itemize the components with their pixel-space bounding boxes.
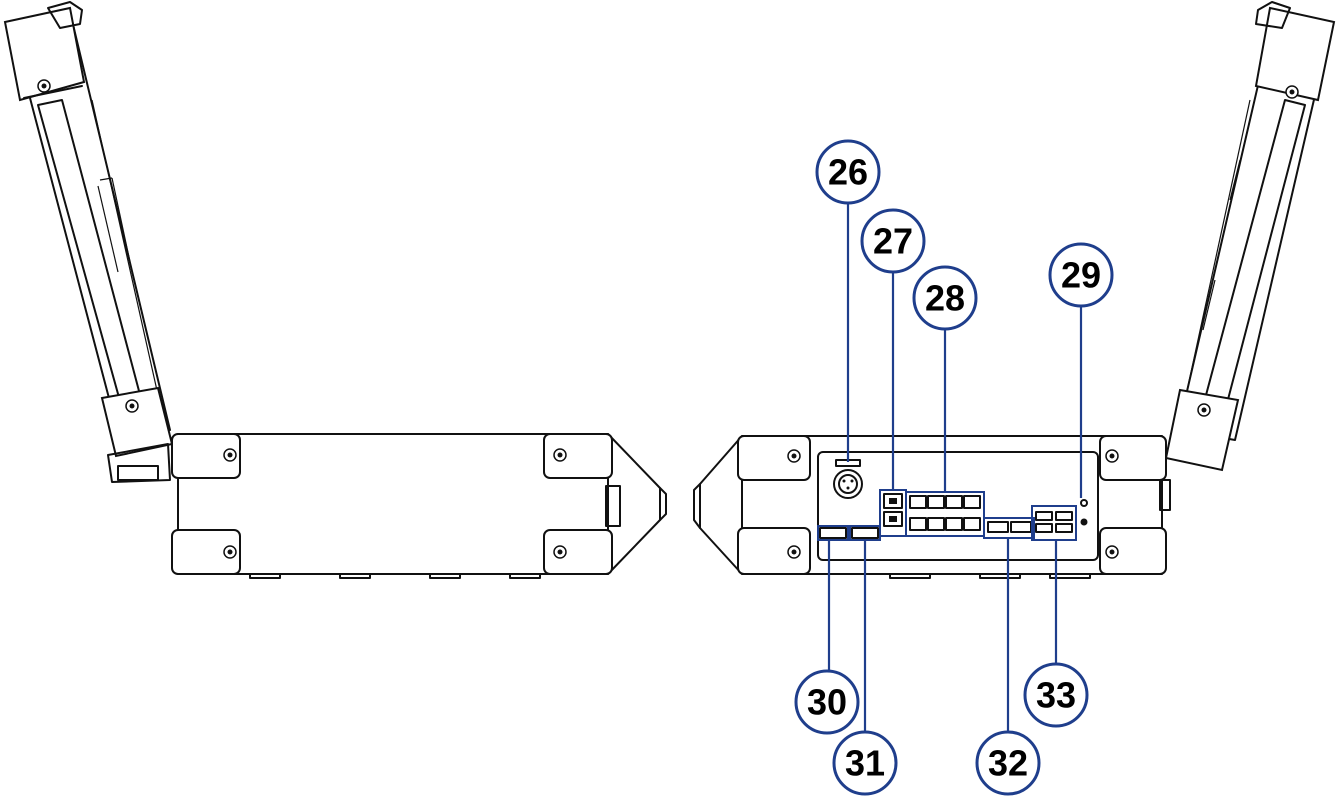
slot-port-31	[849, 525, 881, 541]
left-lid-screw-bottom	[125, 399, 139, 413]
right-base-screw	[787, 545, 801, 559]
callout-28: 28	[912, 265, 978, 331]
left-base-screw	[553, 448, 567, 462]
left-base	[171, 433, 667, 579]
right-base	[693, 435, 1171, 579]
dc-in-connector	[833, 459, 863, 499]
io-port-grid	[905, 491, 985, 537]
callout-32-label: 32	[988, 743, 1028, 784]
right-lid-screw-bottom	[1197, 403, 1211, 417]
callout-27-label: 27	[873, 221, 913, 262]
callout-28-label: 28	[925, 278, 965, 319]
callout-leaders	[827, 202, 1083, 732]
callout-30: 30	[794, 669, 860, 735]
right-base-screw	[1105, 449, 1119, 463]
usb-ports	[1031, 505, 1077, 541]
right-side-view	[693, 1, 1336, 579]
callout-26: 26	[815, 139, 881, 205]
callout-33-label: 33	[1036, 675, 1076, 716]
slot-port-30	[817, 525, 849, 541]
left-side-view	[3, 1, 667, 579]
callout-29-label: 29	[1061, 255, 1101, 296]
left-base-screw	[223, 545, 237, 559]
right-base-screw	[787, 449, 801, 463]
callout-33: 33	[1023, 662, 1089, 728]
pinhole-port	[1080, 499, 1088, 526]
right-base-screw	[1105, 545, 1119, 559]
callout-29: 29	[1048, 242, 1114, 308]
callout-31: 31	[832, 730, 898, 796]
left-lid-screw-top	[37, 79, 51, 93]
left-lid	[3, 1, 174, 483]
callout-32: 32	[975, 730, 1041, 796]
left-base-screw	[553, 545, 567, 559]
callout-30-label: 30	[807, 682, 847, 723]
callout-26-label: 26	[828, 152, 868, 193]
callout-27: 27	[860, 208, 926, 274]
callout-31-label: 31	[845, 743, 885, 784]
rj45-ports	[879, 489, 907, 537]
left-base-screw	[223, 448, 237, 462]
right-lid-screw-top	[1285, 85, 1299, 99]
right-lid	[1164, 1, 1336, 472]
video-ports	[983, 517, 1035, 539]
